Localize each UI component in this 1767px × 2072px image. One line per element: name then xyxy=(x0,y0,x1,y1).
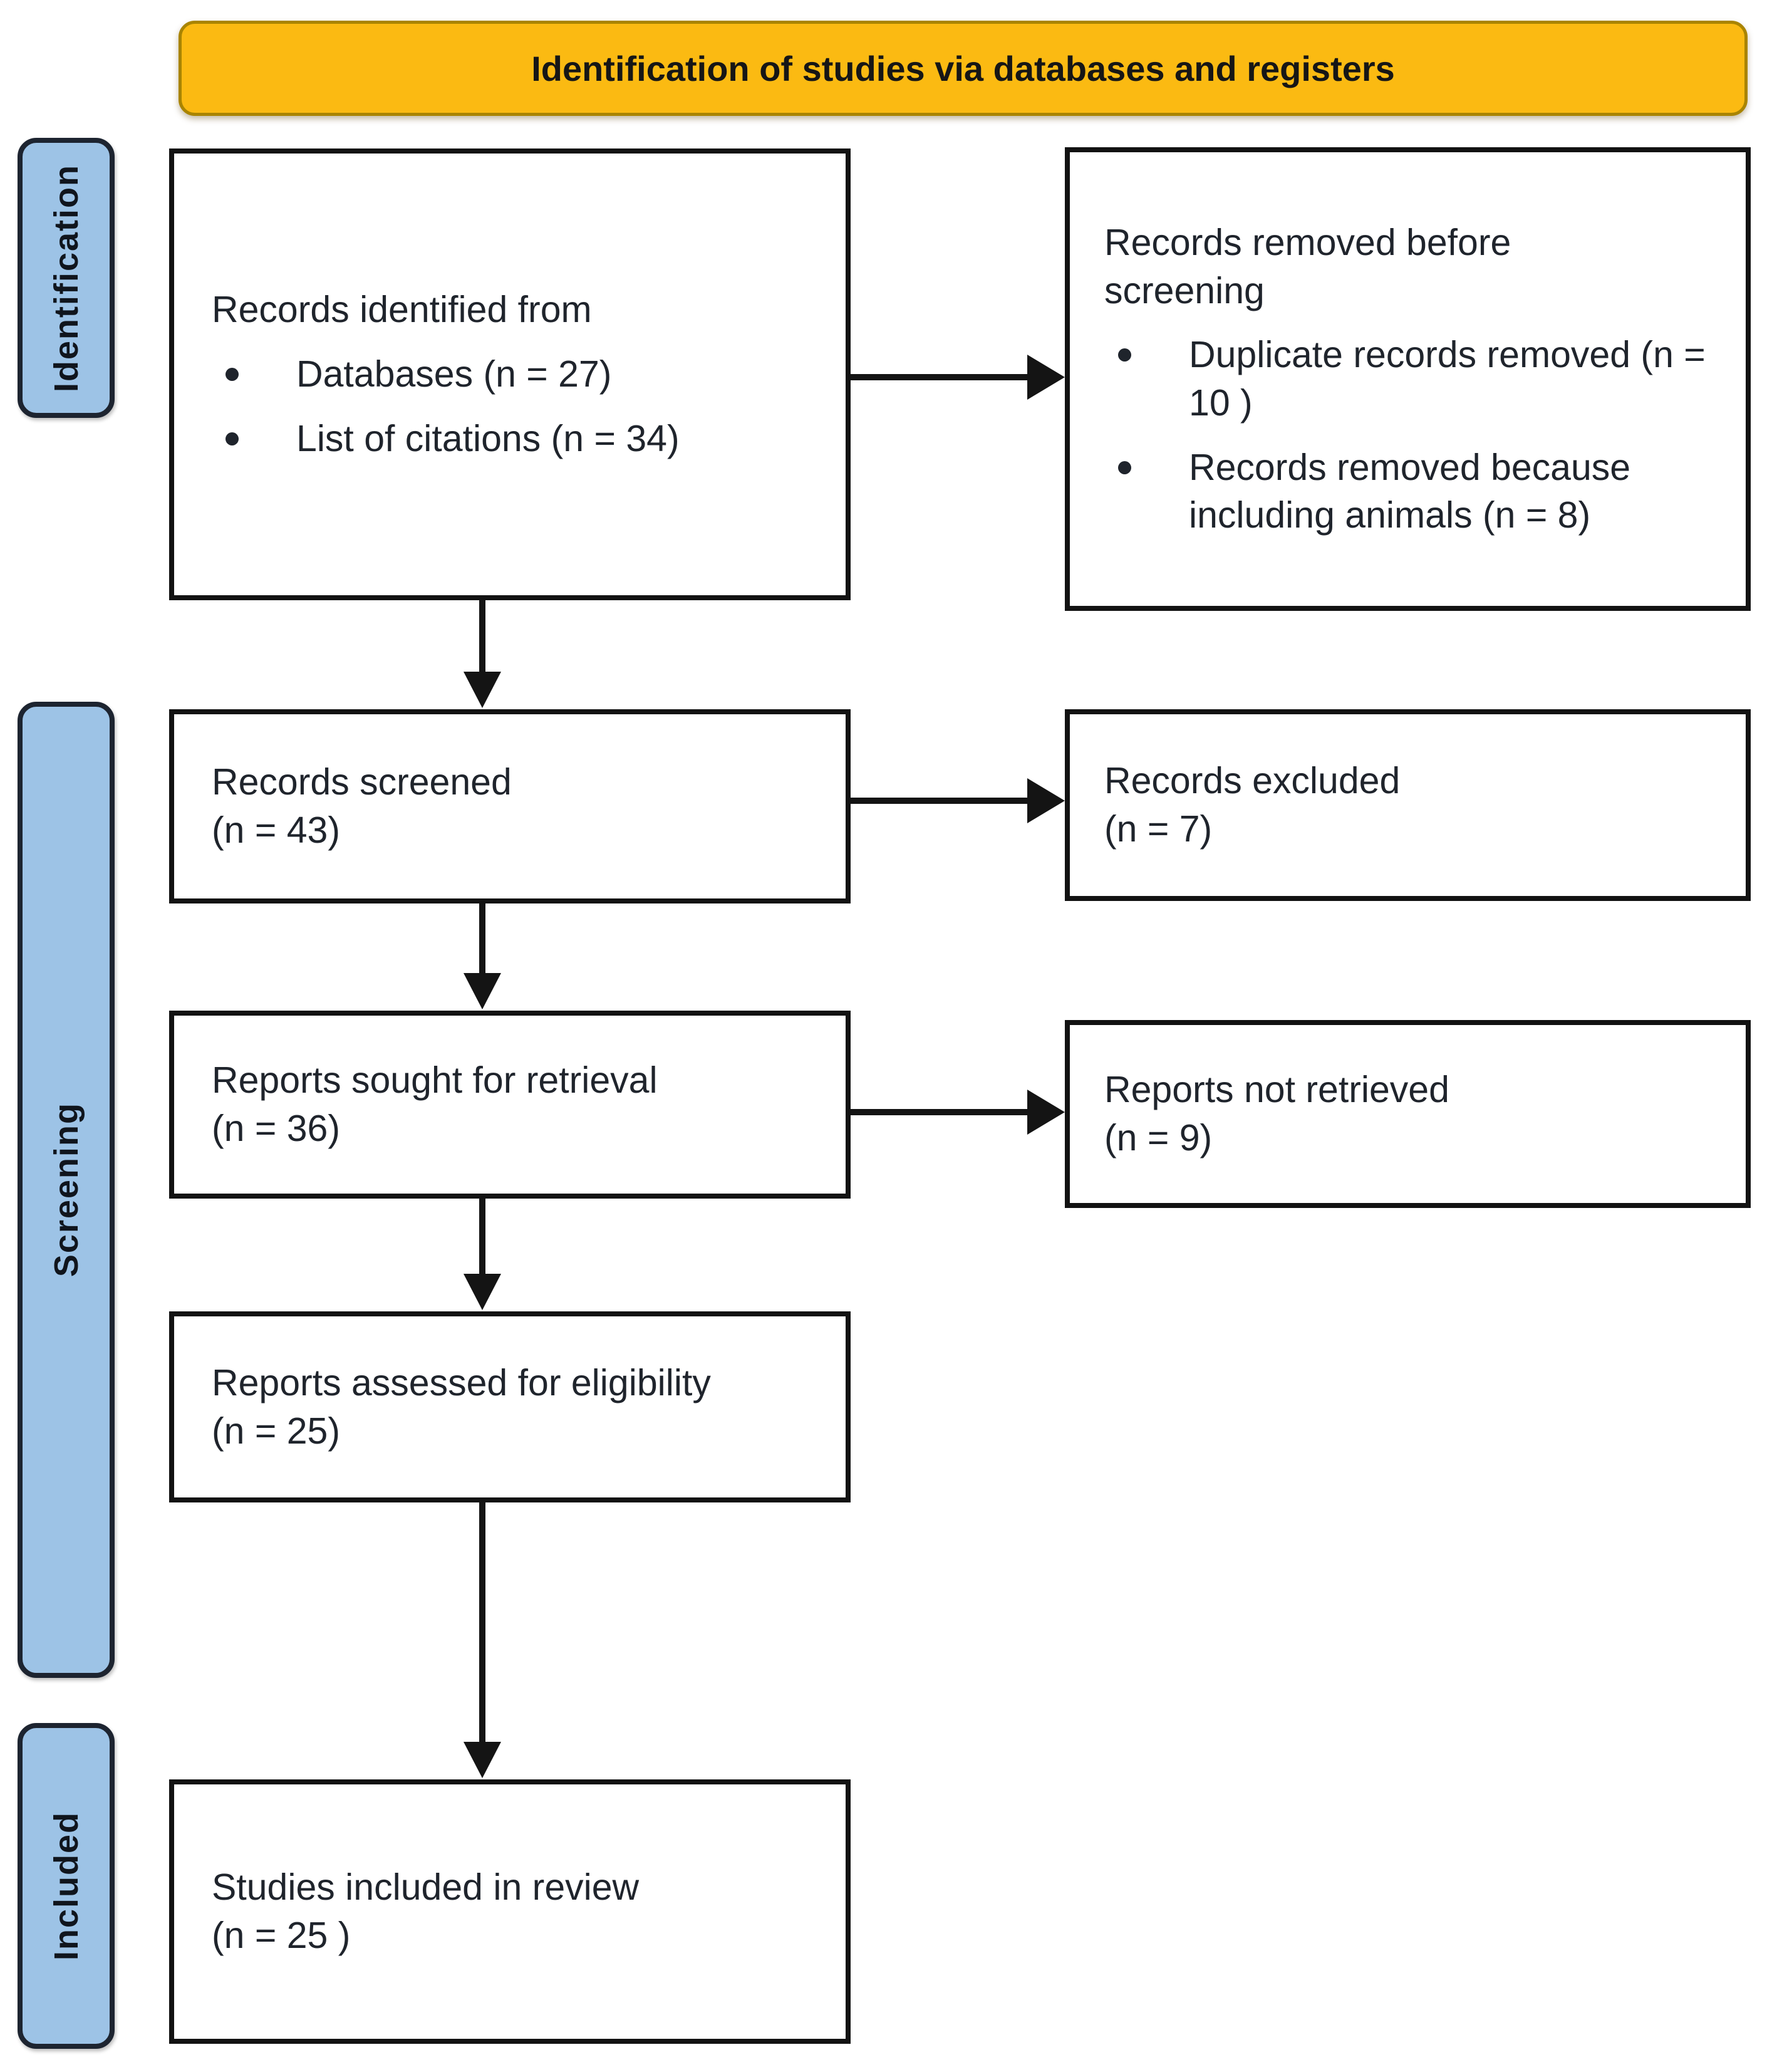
studies-included-count: (n = 25 ) xyxy=(212,1915,351,1956)
reports-sought-title: Reports sought for retrieval xyxy=(212,1059,658,1101)
arrow-assessed-to-included-shaft xyxy=(479,1502,485,1743)
bullet-list-of-citations: List of citations (n = 34) xyxy=(212,415,839,463)
records-identified-bullets: Databases (n = 27) List of citations (n … xyxy=(212,334,839,462)
records-excluded-count: (n = 7) xyxy=(1104,808,1213,850)
arrow-identified-to-removed-shaft xyxy=(851,374,1029,380)
reports-assessed-title: Reports assessed for eligibility xyxy=(212,1361,711,1403)
box-records-screened: Records screened (n = 43) xyxy=(169,709,851,903)
arrow-sought-to-not-retrieved-shaft xyxy=(851,1109,1029,1115)
arrow-screened-to-excluded-head xyxy=(1027,778,1065,823)
box-records-excluded: Records excluded (n = 7) xyxy=(1065,709,1751,901)
box-reports-sought: Reports sought for retrieval (n = 36) xyxy=(169,1011,851,1199)
sidebar-screening-label: Screening xyxy=(47,1102,85,1278)
sidebar-included-label: Included xyxy=(47,1811,85,1960)
arrow-sought-to-assessed-shaft xyxy=(479,1199,485,1275)
header-title: Identification of studies via databases … xyxy=(531,48,1395,88)
arrow-assessed-to-included-head xyxy=(464,1742,501,1778)
bullet-animals-removed: Records removed because including animal… xyxy=(1104,444,1733,539)
studies-included-title: Studies included in review xyxy=(212,1866,640,1908)
records-identified-title: Records identified from xyxy=(212,289,592,331)
arrow-screened-to-sought-head xyxy=(464,973,501,1009)
bullet-databases: Databases (n = 27) xyxy=(212,350,839,398)
arrow-sought-to-assessed-head xyxy=(464,1274,501,1310)
box-records-identified: Records identified from Databases (n = 2… xyxy=(169,148,851,600)
records-screened-title: Records screened xyxy=(212,761,512,803)
sidebar-screening: Screening xyxy=(18,702,115,1678)
sidebar-identification-label: Identification xyxy=(47,164,85,392)
arrow-screened-to-sought-shaft xyxy=(479,903,485,974)
reports-sought-count: (n = 36) xyxy=(212,1108,340,1149)
box-studies-included: Studies included in review (n = 25 ) xyxy=(169,1779,851,2044)
reports-not-retrieved-count: (n = 9) xyxy=(1104,1117,1213,1158)
records-removed-bullets: Duplicate records removed (n = 10 ) Reco… xyxy=(1104,315,1733,539)
header-banner: Identification of studies via databases … xyxy=(179,21,1748,116)
records-removed-title: Records removed before screening xyxy=(1104,221,1511,311)
box-records-removed: Records removed before screening Duplica… xyxy=(1065,147,1751,611)
arrow-screened-to-excluded-shaft xyxy=(851,798,1029,804)
box-reports-not-retrieved: Reports not retrieved (n = 9) xyxy=(1065,1020,1751,1208)
arrow-sought-to-not-retrieved-head xyxy=(1027,1090,1065,1135)
arrow-identified-to-removed-head xyxy=(1027,355,1065,400)
arrow-identified-to-screened-shaft xyxy=(479,600,485,673)
arrow-identified-to-screened-head xyxy=(464,672,501,708)
sidebar-identification: Identification xyxy=(18,138,115,418)
records-excluded-title: Records excluded xyxy=(1104,760,1401,802)
sidebar-included: Included xyxy=(18,1723,115,2049)
reports-not-retrieved-title: Reports not retrieved xyxy=(1104,1069,1449,1111)
bullet-duplicates-removed: Duplicate records removed (n = 10 ) xyxy=(1104,331,1733,427)
records-screened-count: (n = 43) xyxy=(212,810,340,851)
reports-assessed-count: (n = 25) xyxy=(212,1410,340,1452)
box-reports-assessed: Reports assessed for eligibility (n = 25… xyxy=(169,1311,851,1502)
